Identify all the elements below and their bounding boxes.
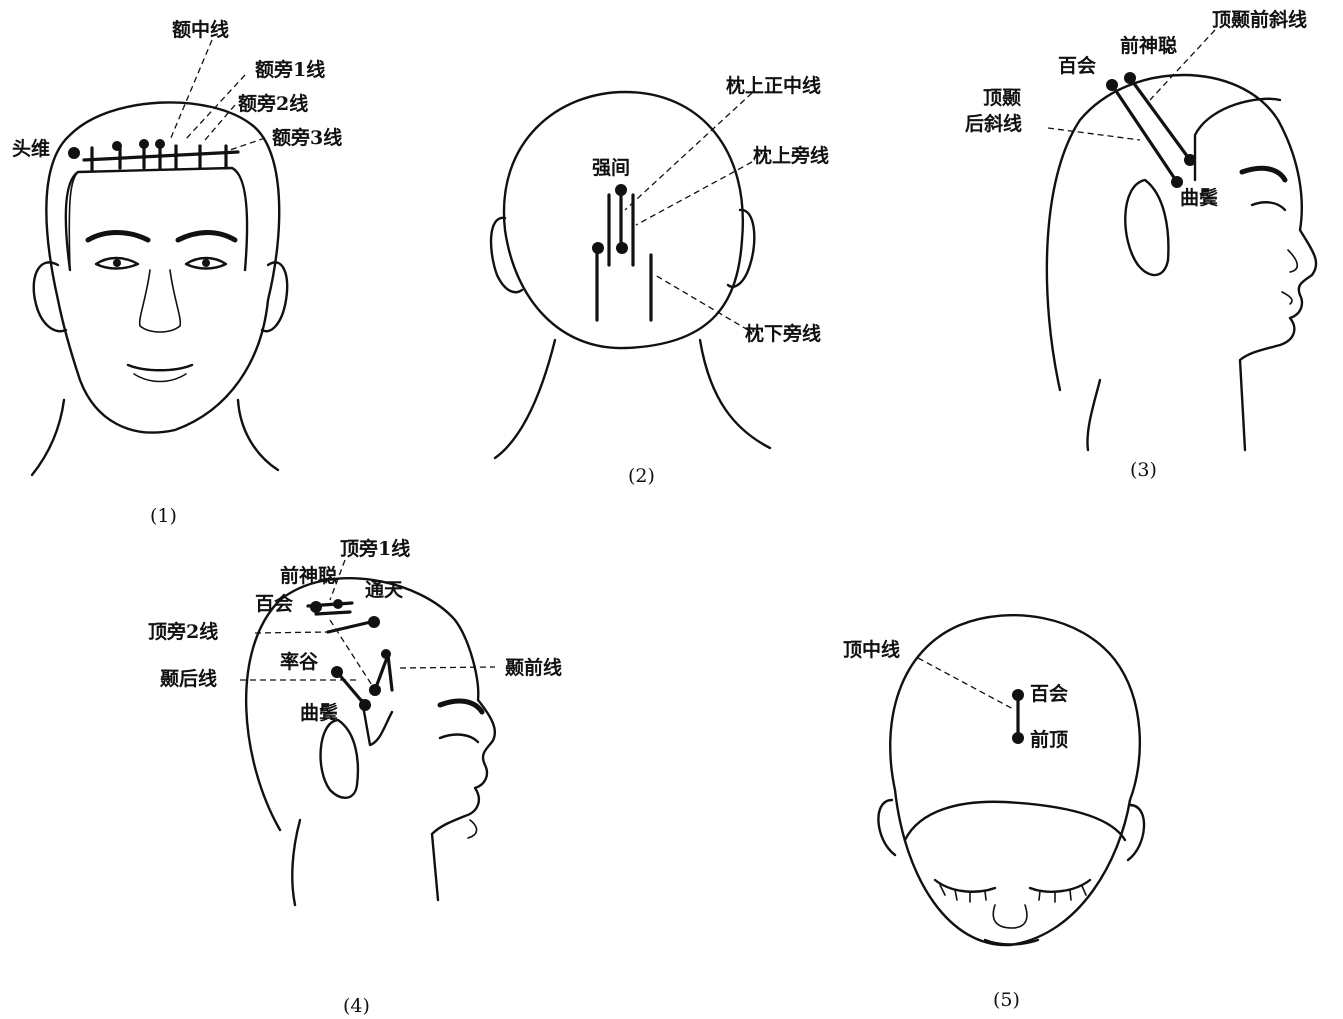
panel-4-side-view: 顶旁1线 前神聪 通天 百会 顶旁2线 颞前线 率谷 颞后线 曲鬓 (4) xyxy=(148,537,562,1017)
label-ding-nie-hou-xie-2: 后斜线 xyxy=(965,112,1022,135)
label-nie-qian: 颞前线 xyxy=(504,656,562,679)
point-mei-chong xyxy=(139,139,149,149)
caption-panel-4: (4) xyxy=(343,995,370,1017)
label-tou-wei: 头维 xyxy=(12,137,50,160)
point-han-yan xyxy=(381,649,391,659)
head-outline-top xyxy=(890,615,1140,945)
panel-1-front-view: 额中线 额旁1线 额旁2线 额旁3线 头维 (1) xyxy=(12,18,342,527)
point-nao-hu xyxy=(616,242,628,254)
label-ding-nie-hou-xie-1: 顶颞 xyxy=(983,87,1021,109)
label-shuai-gu: 率谷 xyxy=(280,650,319,673)
hairline-front xyxy=(66,168,247,270)
label-zhen-shang-pang: 枕上旁线 xyxy=(753,144,829,167)
eye-side-4 xyxy=(440,735,478,742)
label-bai-hui-5: 百会 xyxy=(1030,682,1068,705)
ear-side-4 xyxy=(321,720,358,798)
ear-left xyxy=(34,262,66,331)
caption-panel-3: (3) xyxy=(1130,459,1157,481)
panel-2-back-view: 强间 枕上正中线 枕上旁线 枕下旁线 (2) xyxy=(491,74,829,487)
label-qu-bin-4: 曲鬓 xyxy=(300,701,338,724)
eyebrow-side-3 xyxy=(1242,168,1285,180)
head-outline-side-3 xyxy=(1047,75,1316,450)
label-ding-zhong-xian: 顶中线 xyxy=(843,638,900,661)
point-qian-shen-cong-3 xyxy=(1124,72,1136,84)
ear-top-left xyxy=(878,800,895,855)
eyebrow-left xyxy=(88,233,148,241)
label-e-zhong-xian: 额中线 xyxy=(172,18,229,41)
label-qian-shen-cong-3: 前神聪 xyxy=(1120,34,1177,57)
label-qian-shen-cong-4: 前神聪 xyxy=(280,564,337,587)
ear-side-3 xyxy=(1125,180,1168,275)
mouth-front xyxy=(128,365,192,370)
label-bai-hui-4: 百会 xyxy=(255,592,293,615)
label-e-pang-1: 额旁1线 xyxy=(255,58,325,81)
point-yu-zhen xyxy=(592,242,604,254)
label-nie-hou: 颞后线 xyxy=(159,667,217,690)
point-qian-ding xyxy=(1012,732,1024,744)
point-xuan-li-3 xyxy=(1184,154,1196,166)
eye-side-3 xyxy=(1252,202,1285,210)
eyebrow-side-4 xyxy=(440,701,482,712)
label-qian-ding: 前顶 xyxy=(1030,728,1068,751)
caption-panel-1: (1) xyxy=(150,505,177,527)
label-e-pang-3: 额旁3线 xyxy=(272,126,342,149)
panel-3-side-view: 百会 前神聪 顶颞前斜线 顶颞 后斜线 曲鬓 (3) xyxy=(965,8,1316,481)
label-qiang-jian: 强间 xyxy=(592,157,630,179)
label-ding-pang-2: 顶旁2线 xyxy=(148,620,218,643)
point-tou-wei xyxy=(68,147,80,159)
ear-top-right xyxy=(1128,805,1144,860)
point-bai-hui-5 xyxy=(1012,689,1024,701)
hairline-top xyxy=(905,802,1125,840)
panel-5-top-view: 顶中线 百会 前顶 (5) xyxy=(843,615,1144,1011)
point-zheng-ying xyxy=(368,616,380,628)
point-bai-hui-3 xyxy=(1106,79,1118,91)
caption-panel-2: (2) xyxy=(628,465,655,487)
label-tong-tian: 通天 xyxy=(365,579,404,601)
label-qu-bin-3: 曲鬓 xyxy=(1180,186,1218,209)
neck-front xyxy=(32,400,64,475)
label-e-pang-2: 额旁2线 xyxy=(238,92,308,115)
label-ding-pang-1: 顶旁1线 xyxy=(340,537,410,560)
eye-top-right xyxy=(1030,880,1090,892)
point-bai-hui-4 xyxy=(310,601,322,613)
label-zhen-shang-zheng-zhong: 枕上正中线 xyxy=(726,74,821,97)
point-qiang-jian xyxy=(615,184,627,196)
label-bai-hui-3: 百会 xyxy=(1058,54,1096,77)
point-qu-bin-4 xyxy=(359,699,371,711)
caption-panel-5: (5) xyxy=(993,989,1020,1011)
label-ding-nie-qian-xie: 顶颞前斜线 xyxy=(1212,8,1307,31)
ear-back-left xyxy=(491,218,522,292)
neck-back xyxy=(495,340,555,458)
head-outline-back xyxy=(504,92,743,348)
point-shen-ting xyxy=(155,139,165,149)
point-tou-lin-qi xyxy=(112,141,122,151)
eye-top-left xyxy=(935,880,995,892)
point-qian-shen-cong-4 xyxy=(333,599,343,609)
label-zhen-xia-pang: 枕下旁线 xyxy=(745,322,821,345)
point-shuai-gu xyxy=(331,666,343,678)
forehead-lines xyxy=(84,146,238,170)
eyebrow-right xyxy=(178,233,235,241)
nose-front xyxy=(140,270,181,332)
